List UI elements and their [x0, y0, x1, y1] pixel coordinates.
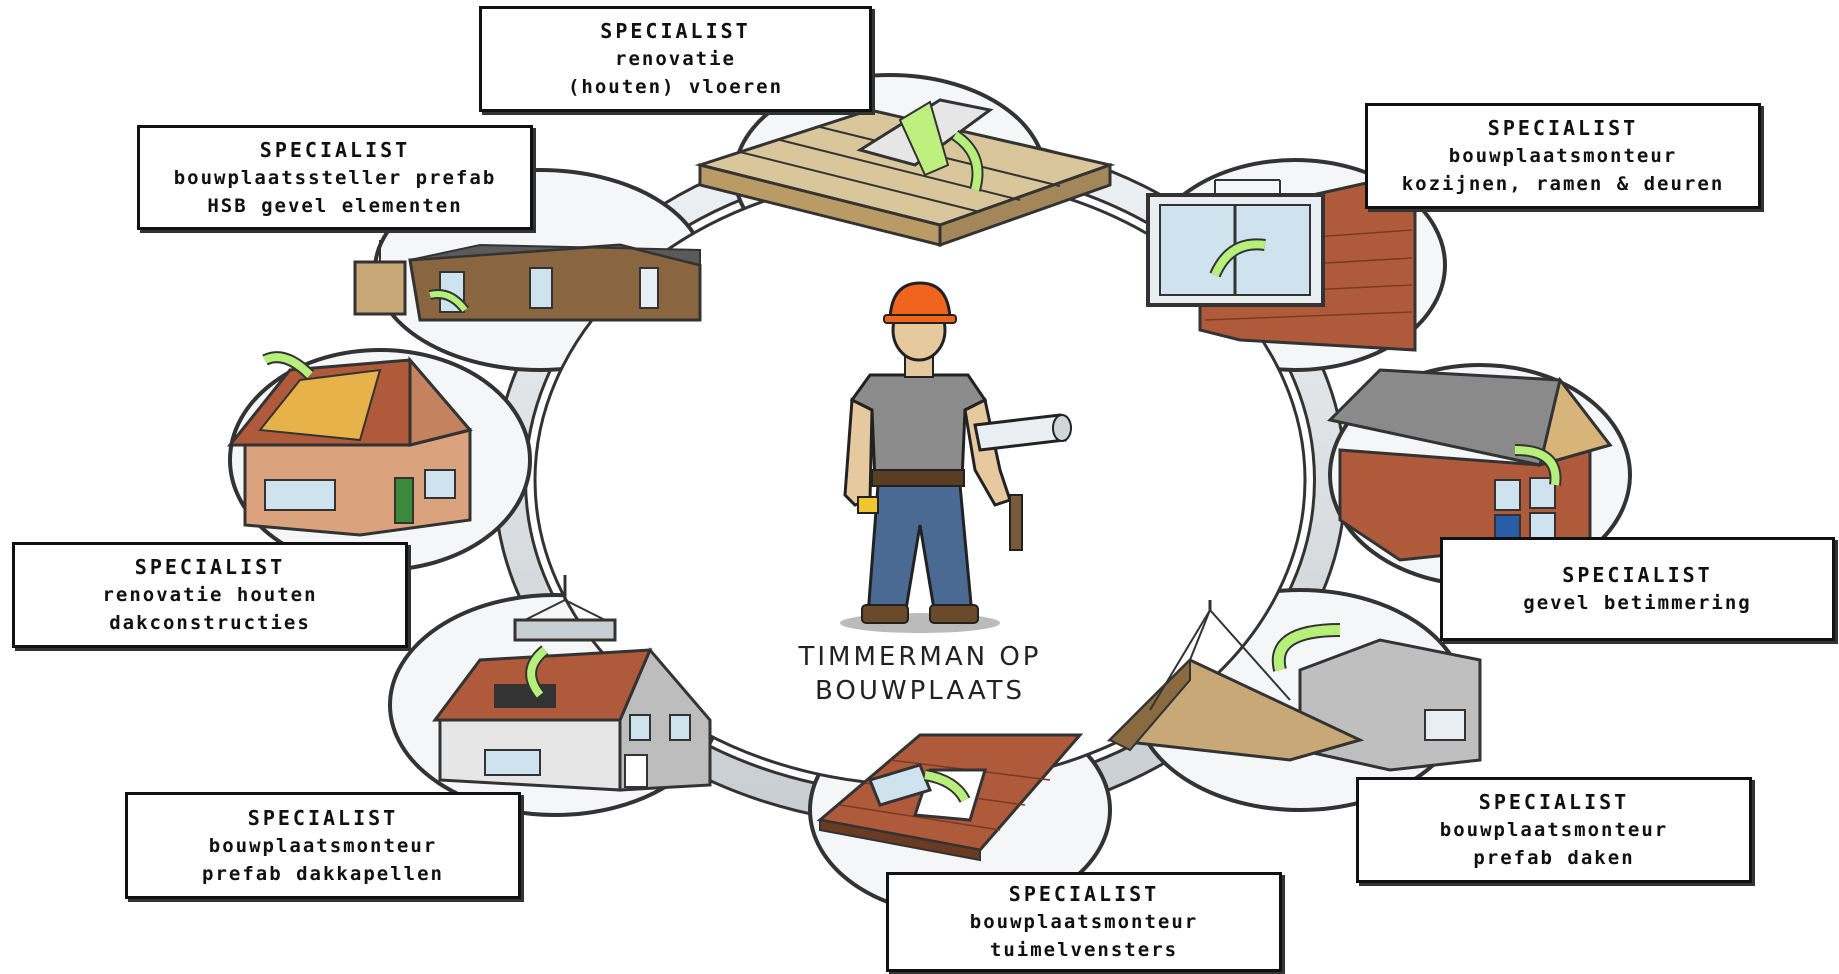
- specialist-line: prefab dakkapellen: [202, 862, 444, 885]
- specialist-line: bouwplaatsmonteur: [208, 834, 438, 857]
- prefab-roof-icon: [1106, 600, 1482, 772]
- specialist-heading: SPECIALIST: [1008, 882, 1160, 906]
- specialist-box-roofs: SPECIALIST bouwplaatsmonteur prefab dake…: [1356, 777, 1752, 883]
- specialist-line: HSB gevel elementen: [207, 194, 463, 217]
- specialist-line: dakconstructies: [109, 612, 311, 634]
- hsb-wall-icon: [353, 240, 702, 322]
- specialist-line: renovatie houten: [102, 584, 318, 606]
- specialist-box-skylights: SPECIALIST bouwplaatsmonteur tuimelvenst…: [886, 872, 1282, 972]
- gable-house-icon: [1326, 368, 1613, 562]
- specialist-line: prefab daken: [1473, 847, 1635, 869]
- specialist-line: renovatie: [615, 48, 736, 70]
- specialist-line: gevel betimmering: [1523, 592, 1752, 614]
- specialist-heading: SPECIALIST: [600, 19, 751, 43]
- specialist-box-dormers: SPECIALIST bouwplaatsmonteur prefab dakk…: [125, 792, 521, 899]
- specialist-box-hsb: SPECIALIST bouwplaatssteller prefab HSB …: [137, 125, 533, 230]
- specialist-heading: SPECIALIST: [1562, 563, 1713, 587]
- specialist-box-roofconstruction: SPECIALIST renovatie houten dakconstruct…: [12, 542, 408, 648]
- specialist-line: bouwplaatsmonteur: [1448, 145, 1678, 167]
- dormer-house-icon: [432, 575, 712, 792]
- specialist-heading: SPECIALIST: [1478, 790, 1630, 814]
- carpenter-figure-icon: [840, 281, 1072, 633]
- center-title: TIMMERMAN OP BOUWPLAATS: [740, 640, 1100, 708]
- center-title-line2: BOUWPLAATS: [814, 676, 1025, 706]
- window-frame-icon: [1146, 178, 1417, 352]
- specialist-heading: SPECIALIST: [1487, 116, 1639, 140]
- specialist-line: (houten) vloeren: [567, 76, 784, 98]
- specialist-box-frames: SPECIALIST bouwplaatsmonteur kozijnen, r…: [1365, 103, 1761, 209]
- specialist-line: bouwplaatsmonteur: [1439, 819, 1669, 841]
- roof-renovation-icon: [226, 351, 473, 537]
- specialist-line: bouwplaatssteller prefab: [173, 166, 497, 189]
- specialist-heading: SPECIALIST: [247, 805, 399, 830]
- specialist-box-facade: SPECIALIST gevel betimmering: [1440, 537, 1835, 641]
- specialist-line: tuimelvensters: [989, 939, 1179, 961]
- center-title-line1: TIMMERMAN OP: [798, 642, 1042, 672]
- specialist-heading: SPECIALIST: [259, 137, 411, 162]
- specialist-line: bouwplaatsmonteur: [969, 911, 1199, 933]
- skylight-icon: [816, 733, 1084, 862]
- floor-boards-icon: [694, 98, 1116, 248]
- specialist-line: kozijnen, ramen & deuren: [1401, 173, 1725, 195]
- specialist-heading: SPECIALIST: [134, 555, 286, 579]
- specialist-box-floors: SPECIALIST renovatie (houten) vloeren: [479, 6, 872, 112]
